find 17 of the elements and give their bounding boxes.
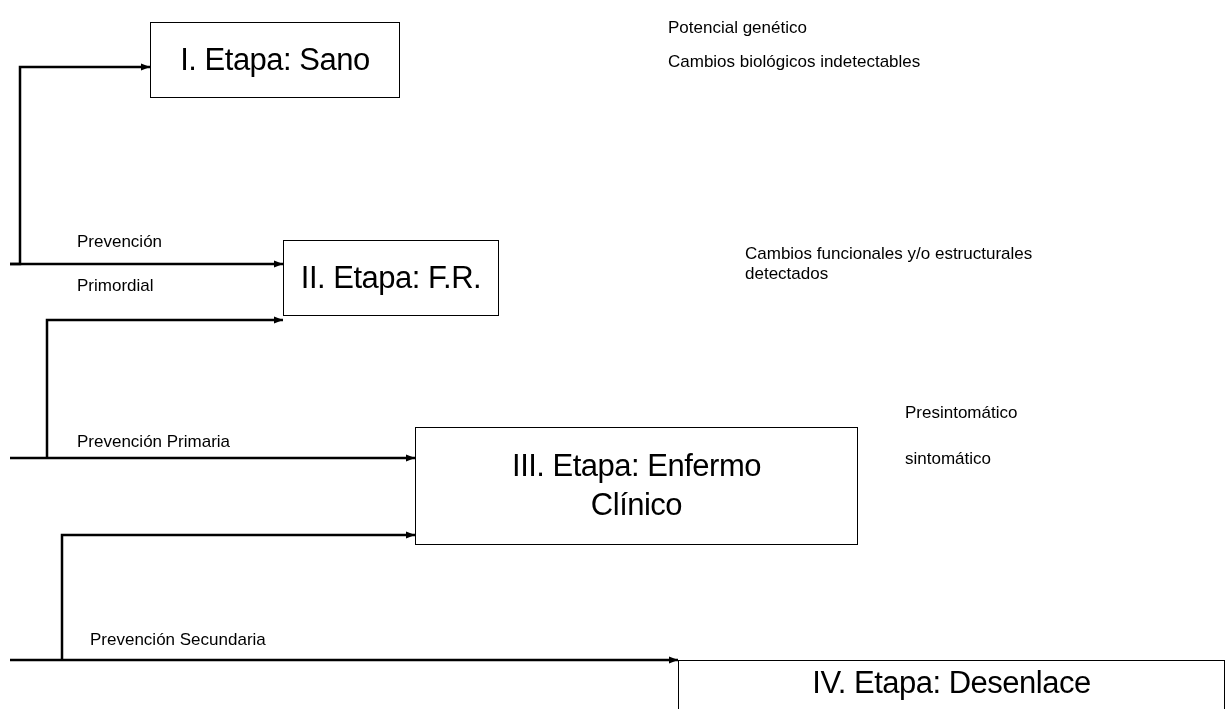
arrow — [10, 260, 283, 268]
stage-note: sintomático — [905, 448, 991, 470]
note-label: Potencial genético — [666, 18, 809, 38]
stage-box — [150, 22, 400, 98]
stage-title: I. Etapa: Sano — [180, 40, 370, 79]
stage-title: II. Etapa: F.R. — [300, 258, 482, 297]
note-label: Cambios biológicos indetectables — [666, 52, 923, 72]
arrow — [45, 316, 283, 458]
stage-box — [415, 427, 858, 545]
arrow — [10, 454, 415, 462]
stage-box — [678, 660, 1225, 709]
stage-note: Presintomático — [905, 402, 1018, 424]
arrow — [60, 531, 415, 660]
stage-title: IV. Etapa: Desenlace — [812, 664, 1091, 702]
stage-title: III. Etapa: Enfermo Clínico — [511, 447, 762, 524]
stage-box — [283, 240, 499, 316]
arrow — [10, 656, 678, 664]
